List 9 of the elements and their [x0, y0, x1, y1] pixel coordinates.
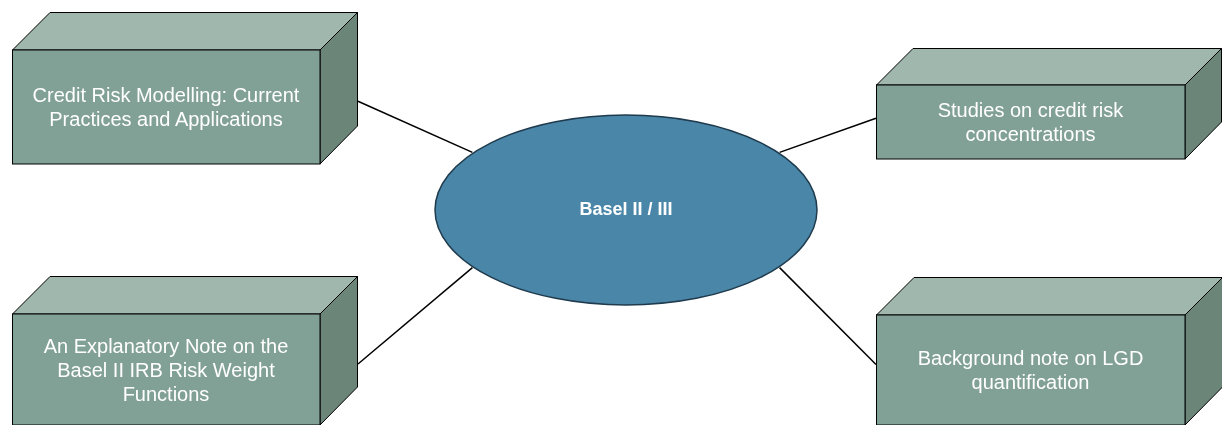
node-label: Studies on credit risk concentrations — [936, 98, 1125, 146]
connector-line — [778, 266, 877, 366]
connector-line — [357, 100, 474, 154]
node-label: An Explanatory Note on the Basel II IRB Risk Weight Functions — [42, 333, 290, 406]
connector-line — [357, 266, 474, 365]
node-label: Basel II / III — [579, 199, 673, 221]
connector-line — [778, 117, 877, 154]
node-label: Credit Risk Modelling: Current Practices and Applications — [31, 83, 301, 131]
node-label: Background note on LGD quantification — [916, 346, 1145, 394]
